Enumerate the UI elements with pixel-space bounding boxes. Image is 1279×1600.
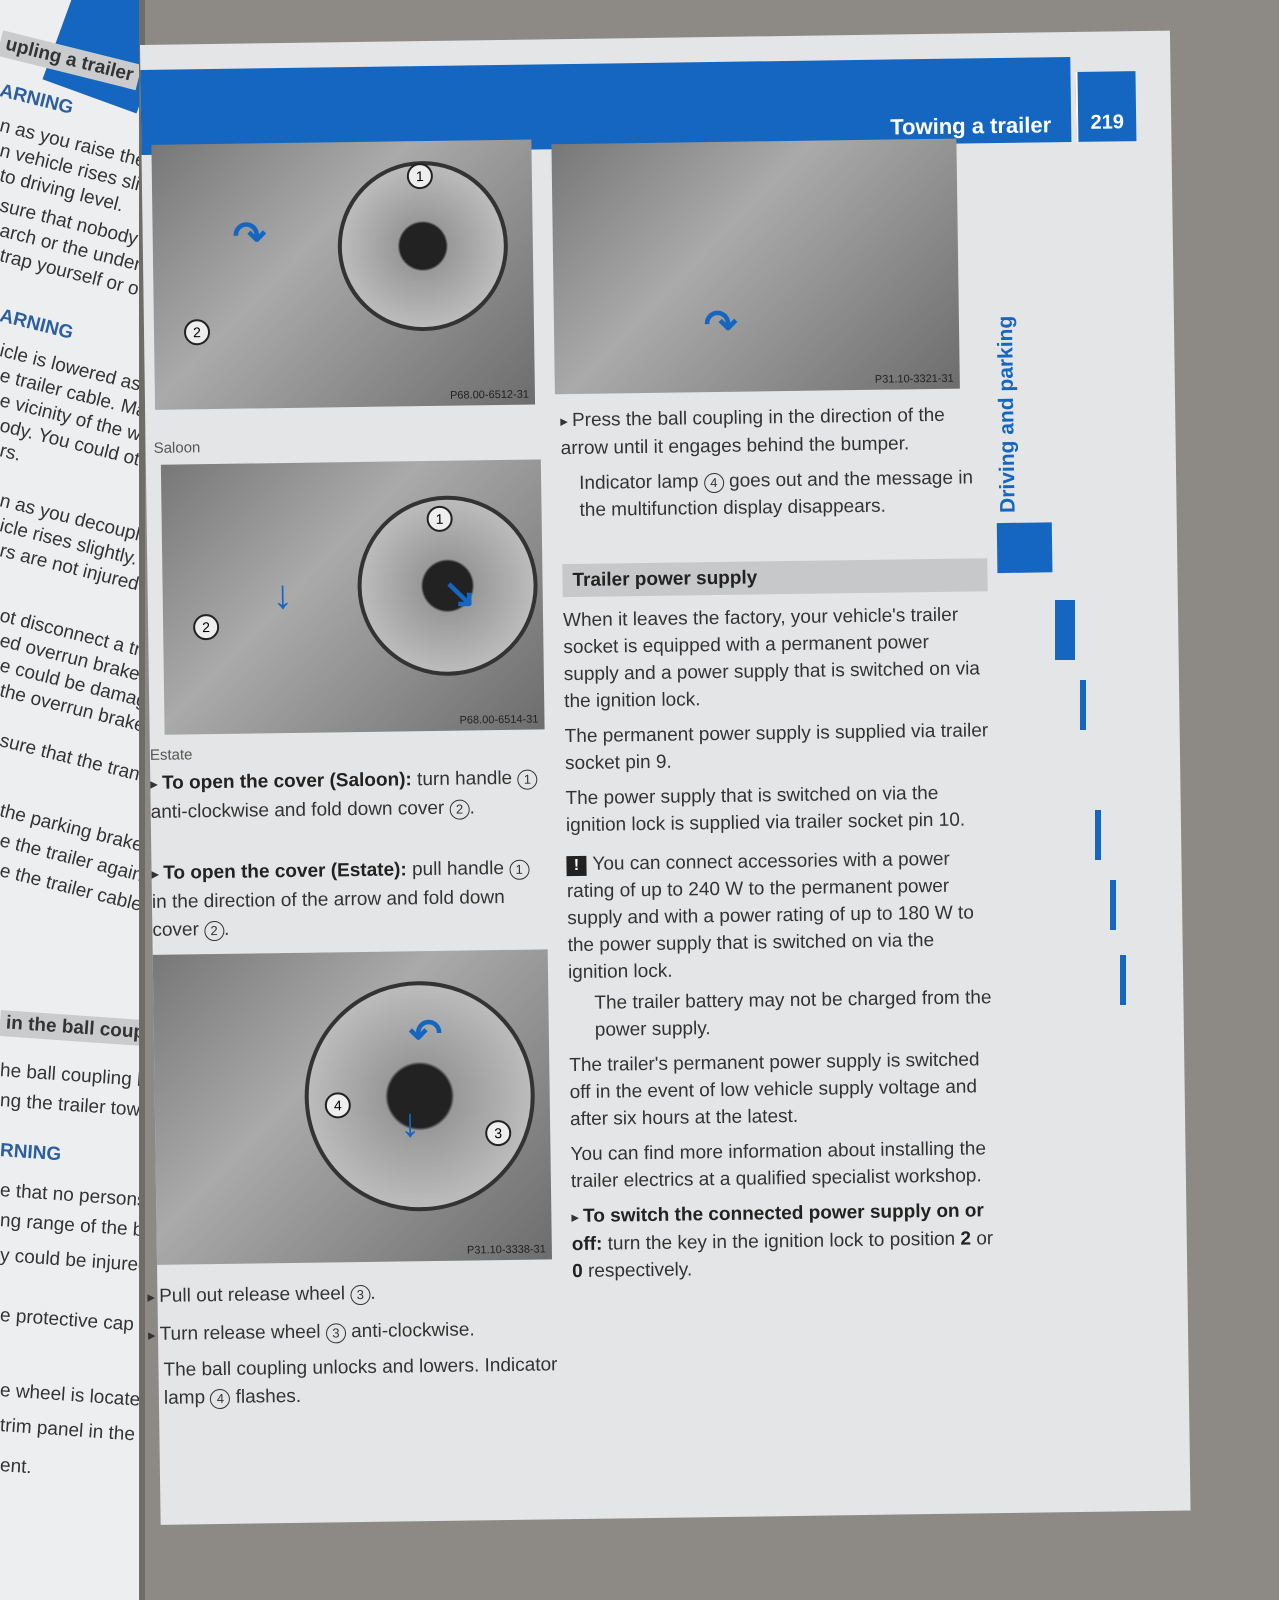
left-page-line: in the ball coupling bbox=[0, 1010, 139, 1049]
paragraph: You can find more information about inst… bbox=[570, 1138, 987, 1193]
result-text: The ball coupling unlocks and lowers. In… bbox=[163, 1354, 558, 1410]
step-open-estate: To open the cover (Estate): pull handle … bbox=[151, 854, 547, 945]
note-box: !You can connect accessories with a powe… bbox=[566, 845, 994, 1044]
left-page-line: ng range of the ball bbox=[0, 1210, 145, 1243]
note-text: You can connect accessories with a power… bbox=[566, 848, 974, 984]
arrow-icon: ↓ bbox=[272, 572, 294, 618]
edge-marker bbox=[1110, 880, 1116, 930]
left-page-line: ARNING bbox=[0, 305, 76, 344]
arrow-icon: ↶ bbox=[408, 1011, 443, 1057]
warning-icon: ! bbox=[566, 855, 587, 877]
side-tab-label: Driving and parking bbox=[993, 315, 1020, 514]
step-turn-wheel: Turn release wheel 3 anti-clockwise. bbox=[148, 1315, 548, 1350]
paragraph: The trailer's permanent power supply is … bbox=[569, 1049, 980, 1131]
left-page-line: ent. bbox=[0, 1455, 33, 1479]
figure-ball-coupling: ↷ P31.10-3321-31 bbox=[551, 138, 960, 395]
figure-code: P31.10-3321-31 bbox=[874, 372, 954, 386]
left-page-line: RNING bbox=[0, 1140, 62, 1166]
figure-code: P31.10-3338-31 bbox=[466, 1243, 546, 1257]
left-page-line: sure that the transmission bbox=[0, 730, 145, 804]
side-tab-marker bbox=[996, 522, 1053, 574]
edge-marker bbox=[1120, 955, 1126, 1005]
step-open-saloon: To open the cover (Saloon): turn handle … bbox=[150, 764, 541, 826]
right-column: Press the ball coupling in the direction… bbox=[560, 401, 997, 1293]
paragraph: When it leaves the factory, your vehicle… bbox=[562, 604, 981, 713]
figure-code: P68.00-6514-31 bbox=[459, 713, 539, 727]
caption-saloon: Saloon bbox=[153, 439, 201, 457]
left-page-line: he ball coupling back bbox=[0, 1060, 145, 1094]
left-page-line: e that no persons or bbox=[0, 1180, 145, 1213]
step-pull-wheel: Pull out release wheel 3. bbox=[147, 1277, 547, 1312]
section-title: Trailer power supply bbox=[562, 558, 988, 598]
left-page-line: ng the trailer tow hitch bbox=[0, 1090, 141, 1124]
edge-marker bbox=[1055, 600, 1075, 660]
arrow-icon: ↓ bbox=[399, 1101, 421, 1146]
left-page-line: rs. bbox=[0, 440, 24, 466]
page-number: 219 bbox=[1075, 71, 1137, 142]
paragraph: The power supply that is switched on via… bbox=[565, 782, 966, 837]
arrow-icon: ↘ bbox=[442, 571, 477, 616]
edge-marker bbox=[1095, 810, 1101, 860]
step-switch-power: To switch the connected power supply on … bbox=[571, 1197, 997, 1285]
figure-release-wheel: 4 3 ↶ ↓ P31.10-3338-31 bbox=[152, 949, 552, 1265]
left-page-line: e wheel is located bbox=[0, 1380, 145, 1412]
figure-estate-cover: 1 2 ↓ ↘ P68.00-6514-31 bbox=[160, 459, 545, 735]
paragraph: The permanent power supply is supplied v… bbox=[564, 720, 989, 775]
note-text: The trailer battery may not be charged f… bbox=[594, 987, 992, 1041]
edge-marker bbox=[1080, 680, 1086, 730]
figure-code: P68.00-6512-31 bbox=[449, 388, 530, 402]
page-title: Towing a trailer bbox=[890, 112, 1052, 140]
left-page-line: trim panel in the boot bbox=[0, 1415, 145, 1449]
right-page: Towing a trailer 219 1 2 ↷ P68.00-6512-3… bbox=[140, 30, 1191, 1525]
callout: 2 bbox=[183, 319, 211, 346]
step-press-coupling: Press the ball coupling in the direction… bbox=[560, 401, 986, 462]
arrow-icon: ↷ bbox=[703, 302, 738, 348]
left-page-line: e protective cap on the bbox=[0, 1305, 145, 1339]
callout: 2 bbox=[192, 613, 220, 641]
arrow-icon: ↷ bbox=[232, 214, 267, 259]
left-page-line: y could be injured. bbox=[0, 1245, 145, 1277]
indicator-text: Indicator lamp 4 goes out and the messag… bbox=[579, 467, 974, 521]
caption-estate: Estate bbox=[149, 746, 193, 764]
figure-saloon-cover: 1 2 ↷ P68.00-6512-31 bbox=[151, 139, 536, 410]
